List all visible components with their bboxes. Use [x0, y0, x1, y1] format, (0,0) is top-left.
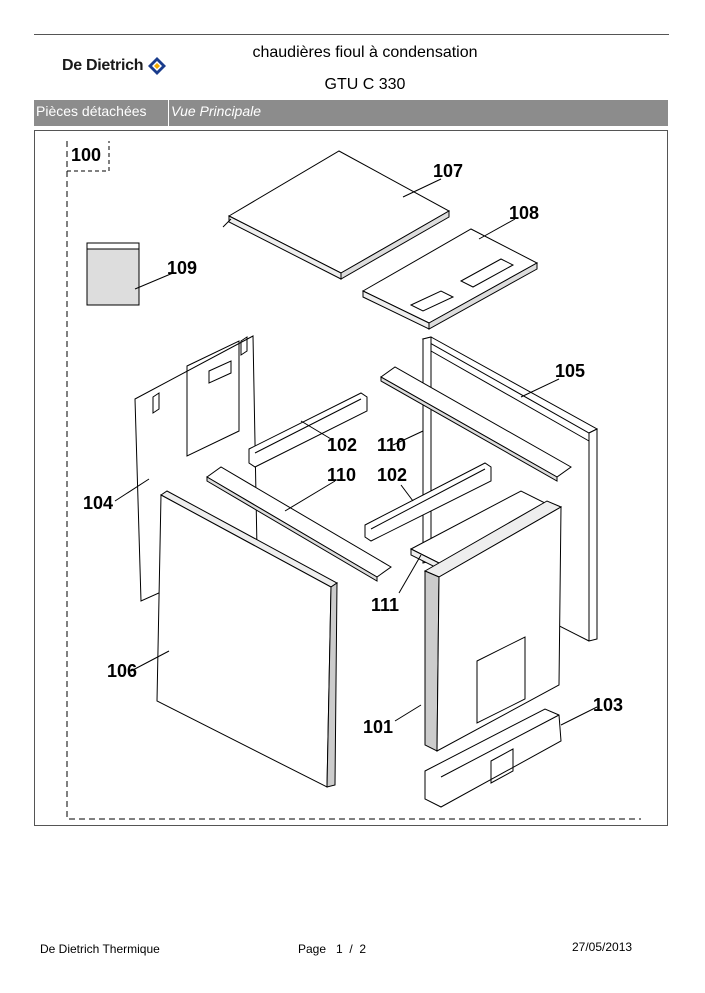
footer-company: De Dietrich Thermique: [40, 942, 160, 956]
view-label: Vue Principale: [171, 103, 262, 119]
exploded-view-diagram: 100 107 108 109 105 102 110 104 110 102 …: [66, 141, 641, 820]
part-110-rail-b: [206, 466, 392, 582]
part-108-plate: [361, 228, 539, 330]
brand-logo: De Dietrich: [62, 56, 167, 76]
label-102-b: 102: [377, 465, 407, 485]
label-104: 104: [83, 493, 113, 513]
label-106: 106: [107, 661, 137, 681]
diagram-frame: 100 107 108 109 105 102 110 104 110 102 …: [34, 130, 668, 826]
footer-page-number: Page 1 / 2: [298, 942, 367, 956]
label-110-b: 110: [327, 465, 356, 485]
brand-diamond-icon: [148, 57, 167, 75]
part-103-base-tray: [424, 708, 562, 808]
model-name: GTU C 330: [324, 76, 406, 93]
label-101: 101: [363, 717, 393, 737]
section-bar: Pièces détachées Vue Principale: [34, 100, 668, 126]
part-107-top-cover: [222, 150, 451, 280]
part-105-side-frame: [421, 336, 599, 642]
footer-date: 27/05/2013: [572, 940, 633, 954]
label-105: 105: [555, 361, 585, 381]
label-100: 100: [71, 145, 101, 165]
part-101-side-panel: [423, 500, 563, 752]
label-108: 108: [509, 203, 539, 223]
brand-name: De Dietrich: [62, 57, 144, 74]
label-102-a: 102: [327, 435, 357, 455]
assembly-boundary: [66, 141, 641, 820]
label-103: 103: [593, 695, 623, 715]
part-102-bracket-b: [364, 462, 492, 542]
part-102-bracket-a: [248, 392, 368, 468]
label-111: 111: [371, 595, 399, 615]
header-rule: [34, 34, 669, 35]
part-110-rail-a: [380, 366, 572, 482]
part-109-label: [86, 242, 140, 306]
document-title: chaudières fioul à condensation: [252, 44, 478, 61]
section-label: Pièces détachées: [34, 100, 169, 126]
label-109: 109: [167, 258, 197, 278]
label-107: 107: [433, 161, 463, 181]
label-110-a: 110: [377, 435, 406, 455]
part-106-front-panel: [156, 490, 338, 788]
